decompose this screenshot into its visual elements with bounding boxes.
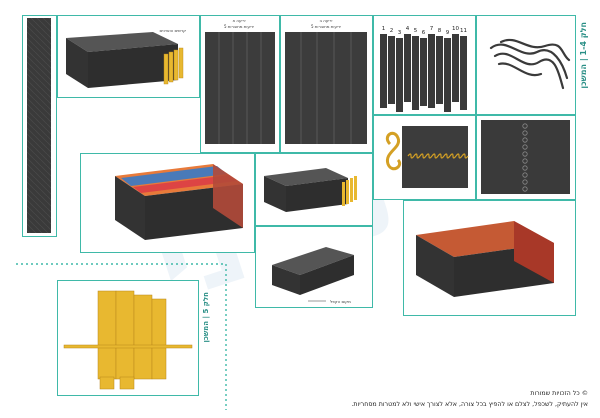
goat-hair-illustration [489,38,571,90]
curtain-number: 5 [414,28,418,34]
clasp [455,153,463,159]
curtain-sheet-b: יריעה ב 5 יריעות מחוברות [285,18,367,144]
notice-text: אין להעתיק, לשכפל, לצלם או להפיץ בכל צור… [351,401,588,408]
curtain-number: 1 [382,26,386,32]
curtain-number: 9 [446,30,450,36]
loop [522,151,528,157]
long-curtain-strip [27,18,51,233]
curtain-strip [420,38,427,106]
small-tent-illustration [264,168,357,212]
curtain-number: 11 [460,28,467,34]
panel-gold-planks [57,280,199,396]
tent-with-planks-illustration: קרשים והאדנים [66,28,187,88]
panel-sheet-a: יריעה א 5 יריעות מחוברות [200,15,280,153]
copyright-text: © כל הזכויות שמורות [530,390,588,397]
loop [522,179,528,185]
sheet-a-sub: 5 יריעות מחוברות [224,24,254,29]
curtain-number: 3 [398,30,402,36]
panel-colored-tent [80,153,255,253]
colored-tent-illustration [115,164,243,240]
loop [522,172,528,178]
clasp [431,153,439,159]
curtain-strip [444,38,451,112]
sheet-b-sub: 5 יריעות מחוברות [311,24,341,29]
clasp [437,153,445,159]
panel-sheet-b: יריעה ב 5 יריעות מחוברות [280,15,373,153]
loop [522,186,528,192]
loop [522,137,528,143]
loop [522,165,528,171]
curtain-number: 2 [390,28,394,34]
loop [522,123,528,129]
fold-caption: מקום הקפל [330,299,351,304]
panel-tent-planks: קרשים והאדנים [57,15,200,98]
curtain-strip [428,34,435,108]
curtain-strip [380,34,387,108]
folded-tent-illustration: מקום הקפל [272,247,354,304]
curtain-strip [396,38,403,112]
loop [522,158,528,164]
panel-loops [476,115,576,200]
red-roof-tent-illustration [416,221,554,297]
loop [522,130,528,136]
panel-small-tent [255,153,373,226]
panel-long-strip [22,15,57,237]
part-label: חלק 1-4 | המשכן [579,22,588,89]
clasp [425,153,433,159]
clasp [407,153,415,159]
clasp [443,153,451,159]
clasps-illustration [385,126,469,188]
panel-clasps [373,115,476,200]
loop [522,144,528,150]
sheet-a-title: יריעה א [232,18,245,23]
curtain-number: 6 [422,30,426,36]
curtain-number: 4 [406,26,410,32]
curtain-strip [460,36,467,110]
curtain-strip [452,34,459,102]
curtain-strip [388,36,395,104]
clasp [461,153,469,159]
clasp [449,153,457,159]
gold-planks-illustration [63,290,193,390]
curtain-number: 10 [452,26,459,32]
curtain-strip [412,36,419,110]
clasp [419,153,427,159]
curtain-number: 8 [438,28,442,34]
curtain-strip [404,34,411,102]
part5-label: חלק 5 | המשכן [202,292,210,343]
loops-illustration [481,120,570,194]
curtain-number: 7 [430,26,434,32]
panel-folded-tent: מקום הקפל [255,226,373,308]
panel-red-tent [403,200,576,316]
planks-caption: קרשים והאדנים [160,28,187,33]
curtain-strip [436,36,443,104]
sheet-b-title: יריעה ב [320,18,333,23]
curtain-sheet-a: יריעה א 5 יריעות מחוברות [205,18,275,144]
clasp [413,153,421,159]
dotted-divider [16,263,227,410]
panel-goat-hair [476,15,576,115]
